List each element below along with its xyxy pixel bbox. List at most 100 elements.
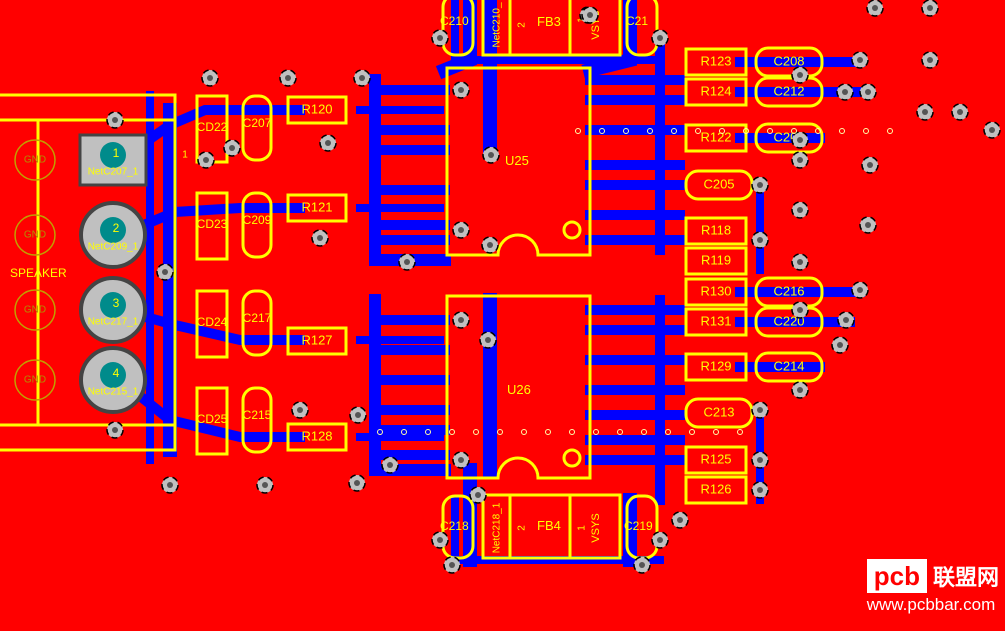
resistor-label: R125 (700, 451, 731, 466)
u25-label: U25 (505, 153, 529, 168)
c21-label: C21 (626, 14, 649, 28)
connector-pin-net: NetC209_1 (88, 242, 139, 253)
test-pad (617, 429, 623, 435)
capacitor-label: C205 (703, 176, 734, 191)
bead-pin-label: 1 (577, 525, 588, 531)
test-pad (689, 429, 695, 435)
diode-outline (195, 191, 229, 261)
resistor-label: R123 (700, 53, 731, 68)
bead-pin-label: 2 (517, 525, 528, 531)
resistor-label: R124 (700, 83, 731, 98)
test-pad (569, 429, 575, 435)
test-pad (863, 128, 869, 134)
watermark: pcb 联盟网 www.pcbbar.com (866, 559, 999, 615)
via-hole (757, 487, 763, 493)
via-hole (843, 317, 849, 323)
capacitor-label: C217 (243, 311, 272, 325)
pin1-marker: 1 (182, 150, 188, 161)
connector-pin-number: 4 (113, 366, 120, 380)
via-hole (927, 57, 933, 63)
via-hole (677, 517, 683, 523)
via-hole (162, 269, 168, 275)
via-hole (458, 87, 464, 93)
via-hole (797, 259, 803, 265)
generated-components: 1NetC207_1GND2NetC209_1GND3NetC217_1GND4… (24, 0, 1001, 574)
via-hole (458, 457, 464, 463)
via-hole (404, 259, 410, 265)
capacitor-outline (754, 351, 824, 383)
bead-net-label: NetC210_ (492, 2, 503, 47)
connector-pin-number: 3 (113, 296, 120, 310)
connector-pin-drill (100, 142, 126, 168)
resistor-outline (684, 352, 748, 382)
via-hole (657, 537, 663, 543)
diode-label: CD25 (197, 412, 228, 426)
test-pad (887, 128, 893, 134)
test-pad (737, 429, 743, 435)
resistor-outline (684, 123, 748, 153)
capacitor-outline (754, 276, 824, 308)
u25-outline (445, 66, 592, 257)
capacitor-label: C214 (773, 358, 804, 373)
capacitor-outline (754, 46, 824, 78)
connector-name: SPEAKER (10, 266, 67, 280)
via-hole (203, 157, 209, 163)
via-hole (297, 407, 303, 413)
diode-label: CD23 (197, 217, 228, 231)
resistor-label: R121 (301, 199, 332, 214)
via-hole (857, 287, 863, 293)
resistor-outline (684, 277, 748, 307)
via-hole (927, 5, 933, 11)
via-hole (487, 242, 493, 248)
connector-pin-number: 1 (113, 146, 120, 160)
test-pad (791, 128, 797, 134)
via-hole (317, 235, 323, 241)
via-hole (112, 427, 118, 433)
capacitor-label: C213 (703, 404, 734, 419)
via-hole (355, 412, 361, 418)
resistor-label: R126 (700, 481, 731, 496)
resistor-outline (684, 246, 748, 276)
capacitor-label: C209 (243, 213, 272, 227)
via-hole (359, 75, 365, 81)
resistor-outline (286, 326, 348, 356)
capacitor-outline (241, 191, 273, 259)
diode-outline (195, 386, 229, 456)
via-hole (639, 562, 645, 568)
via-hole (797, 387, 803, 393)
via-hole (842, 89, 848, 95)
test-pad (425, 429, 431, 435)
via-hole (797, 72, 803, 78)
test-pad (647, 128, 653, 134)
test-pad (665, 429, 671, 435)
test-pad (743, 128, 749, 134)
test-pad (767, 128, 773, 134)
via-hole (485, 337, 491, 343)
test-pad (377, 429, 383, 435)
mounting-hole-label: GND (24, 155, 46, 166)
via-hole (437, 537, 443, 543)
c219-label: C219 (624, 519, 653, 533)
test-pad (401, 429, 407, 435)
diode-label: CD24 (197, 315, 228, 329)
connector-pin-net: NetC215_1 (88, 387, 139, 398)
mounting-hole-label: GND (24, 230, 46, 241)
via-hole (872, 5, 878, 11)
connector-pin-number: 2 (113, 221, 120, 235)
mounting-hole-label: GND (24, 305, 46, 316)
via-hole (797, 307, 803, 313)
test-pad (839, 128, 845, 134)
capacitor-outline (754, 122, 824, 154)
test-pad (713, 429, 719, 435)
test-pad (623, 128, 629, 134)
via-hole (865, 222, 871, 228)
watermark-logo: pcb (866, 559, 927, 593)
test-pad (719, 128, 725, 134)
via-hole (657, 35, 663, 41)
test-pad (593, 429, 599, 435)
via-hole (797, 157, 803, 163)
via-hole (797, 207, 803, 213)
via-hole (112, 117, 118, 123)
